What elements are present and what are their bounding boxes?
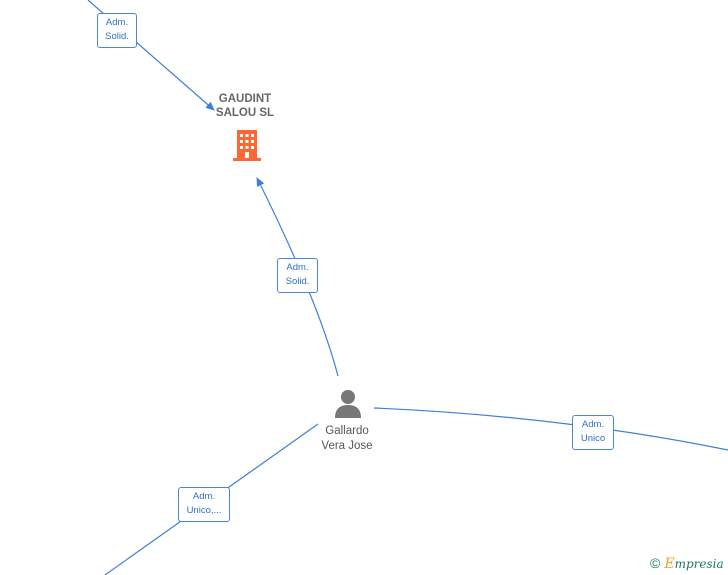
edge-label-top[interactable]: Adm. Solid. (97, 13, 137, 48)
edge-label-line2: Solid. (285, 276, 310, 287)
building-icon[interactable] (231, 127, 263, 163)
brand-initial: E (664, 556, 675, 572)
edge-right (373, 407, 728, 451)
edge-label-line1: Adm. (192, 491, 216, 502)
edge-label-line1: Adm. (286, 262, 309, 273)
edge-label-line1: Adm. (105, 17, 129, 28)
copyright-icon: © (650, 555, 661, 571)
brand-name: mpresia (674, 557, 724, 571)
edge-label-right[interactable]: Adm. Unico (572, 415, 614, 450)
empresia-watermark[interactable]: ©Empresia (650, 555, 724, 572)
person-icon[interactable] (333, 388, 363, 418)
edge-label-line2: Solid. (105, 31, 129, 42)
edge-label-bottom[interactable]: Adm. Unico,... (178, 487, 230, 522)
edge-label-line1: Adm. (581, 419, 605, 430)
person-name[interactable]: Gallardo Vera Jose (321, 425, 373, 452)
edge-label-mid[interactable]: Adm. Solid. (277, 258, 318, 293)
company-name[interactable]: GAUDINT SALOU SL (215, 93, 275, 119)
edge-label-line2: Unico,... (186, 505, 222, 516)
edge-label-line2: Unico (580, 433, 606, 444)
